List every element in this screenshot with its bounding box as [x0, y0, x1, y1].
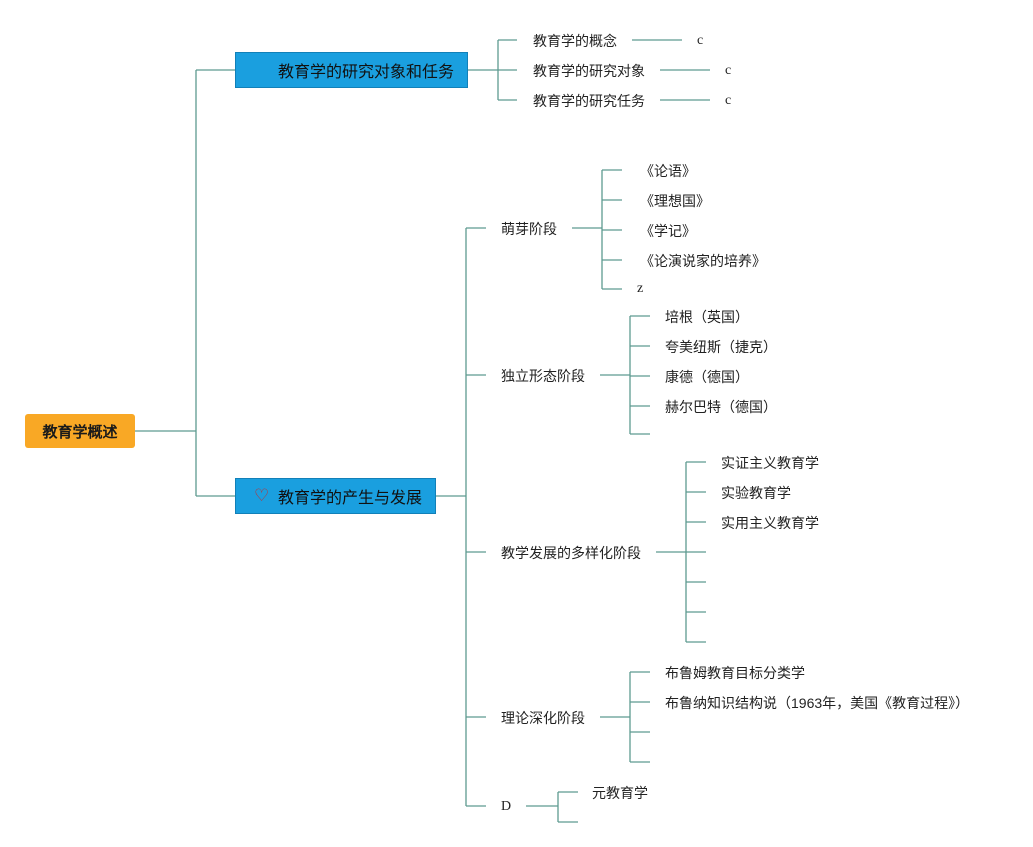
- topic-leaf[interactable]: 实用主义教育学: [721, 515, 819, 531]
- topic-leaf[interactable]: 《论语》: [640, 163, 696, 179]
- topic-leaf[interactable]: 赫尔巴特（德国）: [665, 399, 777, 415]
- topic-leaf[interactable]: 夸美纽斯（捷克）: [665, 339, 777, 355]
- branch-label: 教育学的研究对象和任务: [278, 64, 455, 81]
- stage-diversification[interactable]: 教学发展的多样化阶段: [501, 545, 641, 561]
- topic-leaf[interactable]: 《学记》: [640, 223, 696, 239]
- topic-leaf[interactable]: 《理想国》: [640, 193, 710, 209]
- heart-icon: ♡: [254, 486, 270, 505]
- topic-concept[interactable]: 教育学的概念: [533, 33, 617, 49]
- topic-leaf[interactable]: z: [637, 281, 644, 296]
- stage-sprout[interactable]: 萌芽阶段: [501, 221, 557, 237]
- stage-theory-deepening[interactable]: 理论深化阶段: [501, 710, 585, 726]
- stage-independent[interactable]: 独立形态阶段: [501, 368, 585, 384]
- topic-mark: c: [725, 93, 732, 108]
- stage-d[interactable]: D: [501, 799, 512, 814]
- branch-research-object-and-task[interactable]: ♡ 教育学的研究对象和任务: [235, 52, 468, 88]
- topic-leaf[interactable]: 实验教育学: [721, 485, 791, 501]
- root-topic[interactable]: 教育学概述: [25, 414, 135, 448]
- topic-leaf[interactable]: 布鲁纳知识结构说（1963年，美国《教育过程》）: [665, 695, 970, 711]
- topic-leaf[interactable]: 培根（英国）: [665, 309, 749, 325]
- topic-leaf[interactable]: 《论演说家的培养》: [640, 253, 766, 269]
- topic-leaf[interactable]: 布鲁姆教育目标分类学: [665, 665, 805, 681]
- topic-leaf[interactable]: 实证主义教育学: [721, 455, 819, 471]
- topic-research-task[interactable]: 教育学的研究任务: [533, 93, 645, 109]
- branch-origin-and-development[interactable]: ♡ 教育学的产生与发展: [235, 478, 436, 514]
- branch-label: 教育学的产生与发展: [278, 490, 423, 507]
- topic-leaf[interactable]: 元教育学: [592, 785, 648, 801]
- topic-leaf[interactable]: 康德（德国）: [665, 369, 749, 385]
- topic-mark: c: [697, 33, 704, 48]
- topic-research-object[interactable]: 教育学的研究对象: [533, 63, 645, 79]
- topic-mark: c: [725, 63, 732, 78]
